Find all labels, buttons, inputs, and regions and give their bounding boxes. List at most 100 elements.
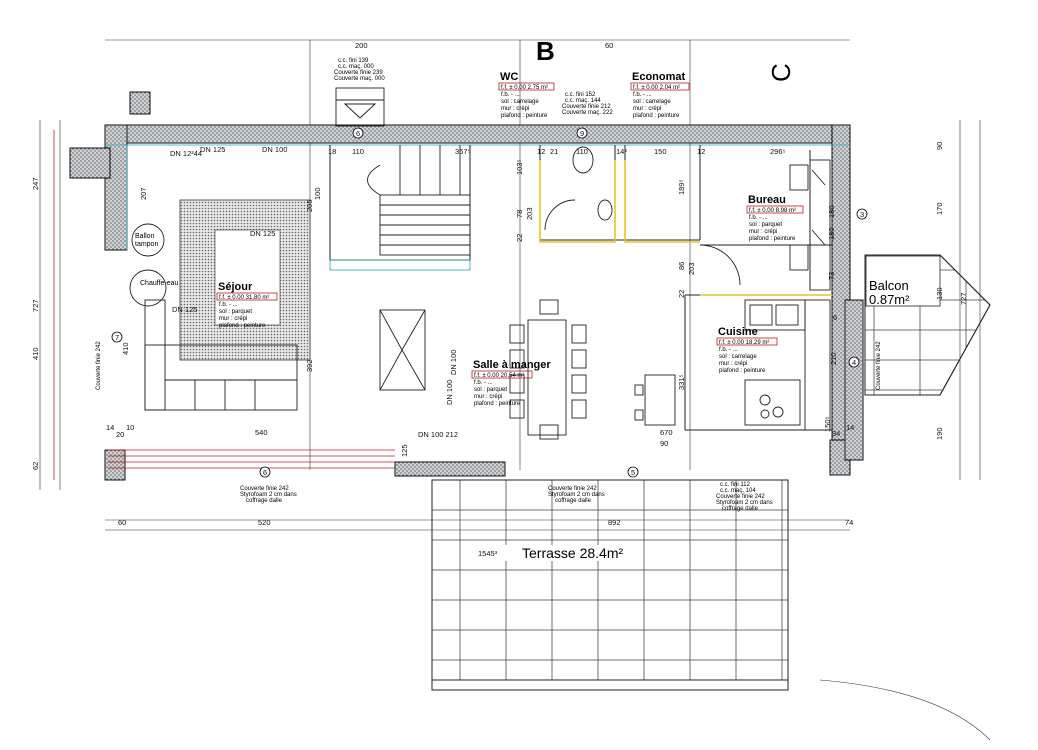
- dim-103: 103⁵: [515, 159, 524, 175]
- dim-410: 410: [31, 347, 40, 360]
- dn-label-7: DN 100 212: [418, 430, 458, 439]
- dn-label-6: DN 100: [445, 380, 454, 405]
- dim-6: 6: [833, 313, 837, 322]
- economat-floor: sol : carrelage: [633, 99, 671, 105]
- dn-label-3: DN 100: [262, 145, 287, 154]
- insulation-lines: [53, 130, 850, 480]
- dim-170: 170: [935, 202, 944, 215]
- dim-110: 110: [352, 147, 364, 156]
- dim-190: 190: [935, 427, 944, 440]
- sejour-level: f.f. ± 0.00 31.80 m²: [219, 295, 269, 301]
- mark-5: 5: [631, 468, 635, 477]
- dim-247: 247: [31, 177, 40, 190]
- dim-14b: 14: [106, 423, 114, 432]
- dim-189: 189⁵: [677, 179, 686, 195]
- mark-4: 4: [852, 358, 856, 367]
- dim-331: 331⁵: [677, 374, 686, 390]
- note-bottom-mid-3: coffrage dalle: [555, 498, 592, 504]
- note-bottom-left-3: coffrage dalle: [246, 498, 283, 504]
- sejour-label: Séjour: [218, 281, 253, 293]
- dim-727: 727: [31, 299, 40, 312]
- dn-label-2: DN 12²44: [170, 149, 202, 158]
- dim-180b: 180: [827, 227, 836, 240]
- dim-12a: 12: [537, 147, 545, 156]
- note-bottom-left-1: Couverte finie 242: [240, 486, 289, 492]
- wc-level: f.f. ± 0.00 2.75 m²: [501, 85, 548, 91]
- economat-label: Economat: [632, 71, 686, 83]
- wc-label: WC: [500, 71, 518, 83]
- dim-203b: 203: [687, 262, 696, 275]
- mark-9: 9: [580, 129, 584, 138]
- dim-14a: 14²: [616, 147, 627, 156]
- staircase: [367, 145, 471, 256]
- dim-296: 296⁵: [770, 147, 786, 156]
- ballon-label: Ballon: [135, 233, 155, 240]
- dim-727-right: 727: [959, 292, 968, 305]
- dim-22b: 22: [677, 290, 686, 298]
- dim-520: 520: [258, 518, 271, 527]
- dim-14c: 14: [846, 423, 854, 432]
- balcon-label: Balcon: [869, 278, 909, 293]
- dn-label-4: DN 125: [250, 229, 275, 238]
- sejour-floor: sol : parquet: [219, 309, 252, 315]
- cuisine-fb: f.b. - ...: [719, 347, 738, 353]
- note-bottom-right-5: coffrage dalle: [722, 506, 759, 512]
- office-furniture: [789, 159, 831, 291]
- wc-wall: mur : crépi: [501, 106, 529, 112]
- chimney-blocks: [69, 87, 385, 179]
- cuisine-wall: mur : crépi: [719, 361, 747, 367]
- living-room-furniture: [129, 199, 426, 411]
- salle-floor: sol : parquet: [474, 387, 507, 393]
- bureau-wall: mur : crépi: [749, 229, 777, 235]
- axis-b: B: [536, 36, 555, 66]
- section-marks: [111, 127, 868, 478]
- salle-label: Salle à manger: [473, 359, 551, 371]
- note-top-left-2: c.c. maç. 000: [338, 64, 374, 70]
- note-bottom-right-4: Styrofoam 2 cm dans: [716, 500, 773, 506]
- dim-60b: 60: [118, 518, 126, 527]
- dim-392: 392: [305, 359, 314, 372]
- dim-34: 34: [832, 429, 840, 438]
- wc-fixtures: [544, 146, 741, 286]
- dim-203: 203: [525, 207, 534, 220]
- dining-furniture: [509, 299, 587, 440]
- mark-6-top: 6: [356, 129, 360, 138]
- dim-670: 670: [660, 428, 673, 437]
- kitchen-furniture: [634, 299, 831, 431]
- mark-7: 7: [115, 333, 119, 342]
- note-wc-3: Couverte finie 212: [562, 104, 611, 110]
- mark-3: 3: [860, 210, 864, 219]
- dim-78: 78: [515, 210, 524, 218]
- sejour-fb: f.b. - ...: [219, 302, 238, 308]
- dim-86: 86: [677, 262, 686, 270]
- note-side-right: Couverte finie 242: [876, 341, 882, 390]
- wc-fb: f.b. - ...: [501, 92, 520, 98]
- dim-130: 130: [935, 287, 944, 300]
- cuisine-floor: sol : carrelage: [719, 354, 757, 360]
- dim-10: 10: [126, 423, 134, 432]
- note-bottom-right-2: c.c. maç. 104: [720, 488, 756, 494]
- dim-367: 367⁵: [455, 147, 471, 156]
- dim-21: 21: [550, 147, 558, 156]
- dim-60: 60: [605, 41, 613, 50]
- dim-22: 22: [515, 234, 524, 242]
- dim-12b: 12: [697, 147, 705, 156]
- note-wc-2: c.c. maç. 144: [565, 98, 601, 104]
- note-top-left-1: c.c. fini 139: [338, 58, 369, 64]
- chauffe-eau-label: Chauffe-eau: [140, 280, 179, 287]
- salle-ceiling: plafond : peinture: [474, 401, 521, 407]
- dim-207: 207: [139, 187, 148, 200]
- interior-walls: [329, 145, 832, 431]
- wc-floor: sol : carrelage: [501, 99, 539, 105]
- dim-410b: 410: [121, 342, 130, 355]
- dim-110b: 110: [576, 147, 588, 156]
- dim-74: 74: [845, 518, 853, 527]
- dim-20: 20: [116, 430, 124, 439]
- tampon-label: tampon: [135, 241, 158, 248]
- note-bottom-right-1: c.c. fini 112: [720, 482, 751, 488]
- economat-wall: mur : crépi: [633, 106, 661, 112]
- sejour-ceiling: plafond : peinture: [219, 323, 266, 329]
- terrasse-label: Terrasse 28.4m²: [522, 545, 623, 561]
- note-side-left: Couverte finie 242: [96, 341, 102, 390]
